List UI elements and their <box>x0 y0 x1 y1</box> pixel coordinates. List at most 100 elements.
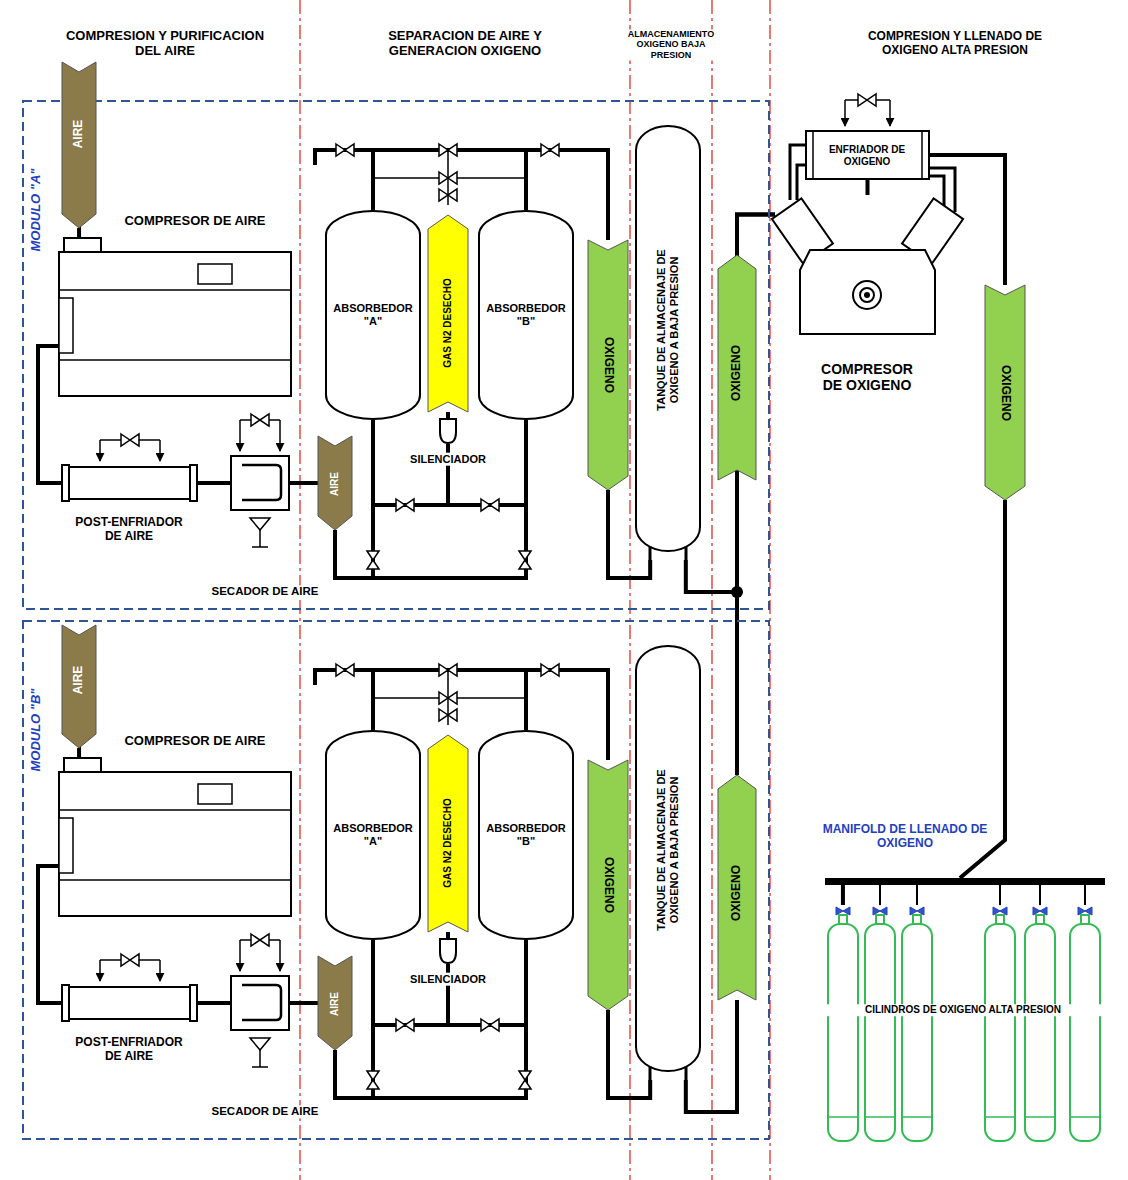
pressure-vessel: ABSORBEDOR "A" <box>325 210 421 420</box>
node-text: MODULO "A" <box>29 155 44 265</box>
vessel-shell <box>326 731 420 939</box>
node-text: MODULO "B" <box>29 675 44 785</box>
valve-symbol <box>481 499 499 511</box>
cooler-end <box>921 131 923 179</box>
cooler-end <box>812 131 814 179</box>
flow-arrow-shape <box>718 255 756 480</box>
control-panel <box>198 264 232 284</box>
node-text: POST-ENFRIADOR DE AIRE <box>64 1036 194 1064</box>
node-text: COMPRESOR DE AIRE <box>95 214 295 229</box>
flow-arrow: OXIGENO <box>588 760 628 1010</box>
node-text: CILINDROS DE OXIGENO ALTA PRESION <box>821 1004 1106 1016</box>
compressor-crankcase <box>800 250 935 334</box>
valve-symbol <box>439 172 457 184</box>
node-text: OXIGENO <box>601 785 615 985</box>
section-heading: SEPARACION DE AIRE Y GENERACION OXIGENO <box>358 29 573 59</box>
silencer: SILENCIADOR <box>400 412 496 472</box>
flow-arrow: GAS N2 DESECHO <box>428 215 468 412</box>
node-text: ABSORBEDOR "A" <box>328 302 418 327</box>
stage-pipe <box>797 165 805 200</box>
node-text: MANIFOLD DE LLENADO DE OXIGENO <box>818 823 993 851</box>
flow-arrow: OXIGENO <box>588 240 628 490</box>
vessel-leg <box>649 1066 652 1080</box>
cylinder-neck <box>1036 915 1044 924</box>
node-text: OXIGENO <box>730 278 744 468</box>
exchanger-shell <box>68 467 191 499</box>
pipe-line <box>197 1001 230 1005</box>
oxygen-cylinder <box>865 924 895 1141</box>
control-panel <box>198 784 232 804</box>
node-text: GAS N2 DESECHO <box>442 768 454 918</box>
cylinder-valve <box>910 907 924 915</box>
flow-arrow-line <box>844 100 846 126</box>
cylinder-neck <box>1081 915 1089 924</box>
air-compressor: COMPRESOR DE AIRE <box>58 212 292 397</box>
flow-arrow: AIRE <box>62 625 96 748</box>
pipe-line <box>77 748 81 758</box>
housing-line <box>59 289 291 291</box>
flywheel <box>860 288 874 302</box>
air-dryer-outline <box>230 455 290 511</box>
module-border <box>23 621 769 1139</box>
silencer-shape <box>440 419 456 443</box>
module-border <box>23 101 769 609</box>
aftercooler-outline <box>62 985 197 1021</box>
valve-symbol <box>336 144 354 156</box>
section-heading: COMPRESION Y LLENADO DE OXIGENO ALTA PRE… <box>840 30 1070 58</box>
filling-stem <box>880 885 1085 905</box>
flow-arrow: OXIGENO <box>985 285 1025 500</box>
pipe-line <box>446 932 450 938</box>
aftercooler-outline <box>62 465 197 501</box>
air-dryer-outline <box>230 975 290 1031</box>
flow-arrow: GAS N2 DESECHO <box>428 735 468 932</box>
pipe-line <box>335 940 526 1098</box>
drain-symbol <box>252 530 268 547</box>
cylinder-foot <box>1025 1116 1055 1118</box>
section-divider <box>629 0 630 1180</box>
flow-arrow-line <box>279 420 281 451</box>
flow-arrow-shape <box>588 760 628 1010</box>
housing-line <box>59 809 291 811</box>
flow-arrow-shape <box>62 62 96 228</box>
node-text: COMPRESOR DE AIRE <box>95 734 295 749</box>
module-region: MODULO "A"AIRECOMPRESOR DE AIREPOST-ENFR… <box>22 100 770 610</box>
valve-symbol <box>367 551 379 569</box>
inlet-flange <box>64 238 101 252</box>
cylinder-valve <box>1078 907 1092 915</box>
valve-symbol <box>396 499 414 511</box>
node-text: TANQUE DE ALMACENAJE DE OXIGENO A BAJA P… <box>655 758 680 943</box>
silencer-outline <box>438 938 458 964</box>
oxygen-piping <box>790 100 1085 905</box>
node-text: OXIGENO <box>730 798 744 988</box>
dryer-housing <box>231 456 289 510</box>
housing-line <box>59 359 291 361</box>
air-compressor: COMPRESOR DE AIRE <box>58 732 292 917</box>
cylinder-valve <box>873 907 887 915</box>
flow-arrow-shape <box>428 735 468 932</box>
cylinder-foot <box>985 1116 1015 1118</box>
node-text: GAS N2 DESECHO <box>442 248 454 398</box>
aftercooler: POST-ENFRIADOR DE AIRE <box>62 940 197 1070</box>
cylinder-valve <box>836 907 850 915</box>
vessel-shell <box>326 211 420 419</box>
air-compressor-outline <box>58 238 292 397</box>
oxygen-compressor: COMPRESOR DE OXIGENO <box>775 195 960 410</box>
node-text: SECADOR DE AIRE <box>195 585 335 598</box>
flow-arrow: AIRE <box>318 956 352 1050</box>
cylinder-neck <box>913 915 921 924</box>
side-panel <box>59 818 73 873</box>
pipe <box>315 150 373 165</box>
exchanger-flange <box>190 465 197 501</box>
cylinder-foot <box>1070 1116 1100 1118</box>
node-text: SILENCIADOR <box>400 973 496 986</box>
node-text: TANQUE DE ALMACENAJE DE OXIGENO A BAJA P… <box>655 238 680 423</box>
cylinder-neck <box>839 915 847 924</box>
flywheel <box>853 281 881 309</box>
oxygen-cylinder <box>828 924 858 1141</box>
oxygen-cylinder <box>985 924 1015 1141</box>
inlet-flange <box>64 758 101 772</box>
aftercooler: POST-ENFRIADOR DE AIRE <box>62 420 197 550</box>
section-heading: COMPRESION Y PURIFICACION DEL AIRE <box>60 29 270 59</box>
cylinder-foot <box>828 1116 858 1118</box>
